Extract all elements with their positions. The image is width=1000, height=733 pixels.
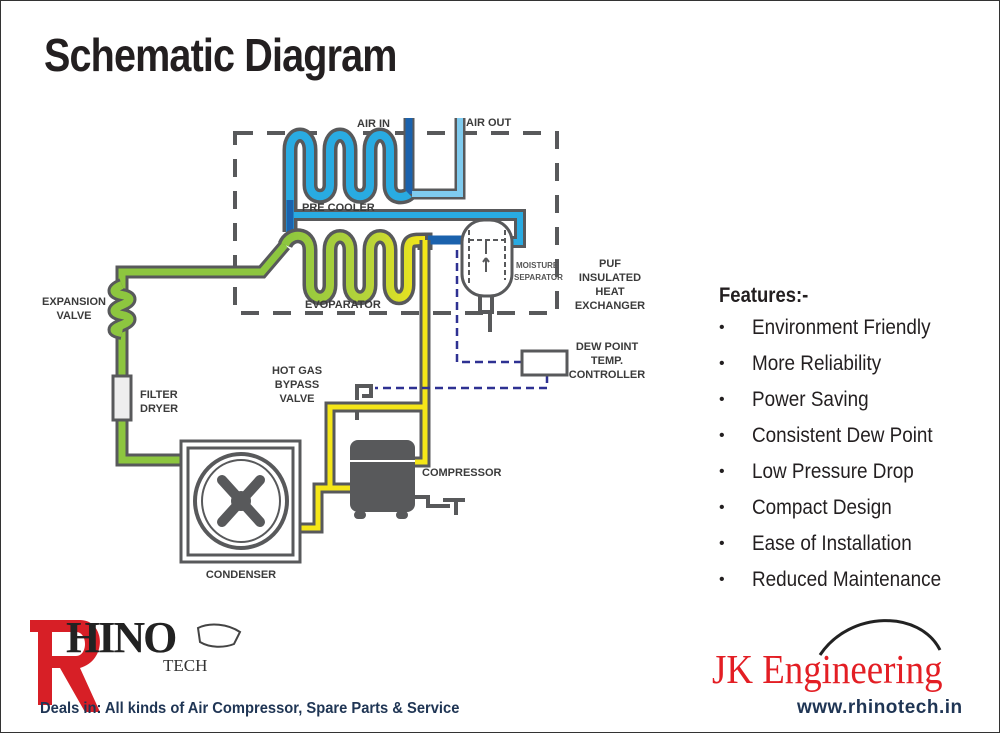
label-puf-4: EXCHANGER [575,300,645,312]
filter-dryer [111,374,133,422]
label-moisture-separator: MOISTURE [516,261,559,270]
hot-gas-bypass-valve [355,384,373,420]
feature-item: •More Reliability [719,352,882,375]
label-condenser: CONDENSER [206,569,276,581]
label-expansion-valve-2: VALVE [56,310,91,322]
label-moisture-separator-2: SEPARATOR [514,273,563,282]
label-filter-dryer: FILTER [140,389,178,401]
label-expansion-valve: EXPANSION [42,296,106,308]
label-puf: PUF [599,258,621,270]
jk-engineering-arc [818,619,942,656]
feature-item: •Ease of Installation [719,532,912,555]
expansion-valve [107,278,137,340]
rhino-tech-logo [30,620,242,712]
moisture-separator [460,218,514,332]
label-air-out: AIR OUT [466,117,512,129]
jk-engineering-brand: JK Engineering [712,646,943,692]
compressor [350,440,465,519]
label-hot-gas: HOT GAS [272,365,322,377]
feature-item: •Power Saving [719,388,869,411]
label-puf-3: HEAT [595,286,624,298]
condenser [179,439,302,564]
feature-item: •Reduced Maintenance [719,568,942,591]
logo-hino-text: HINO [66,613,177,662]
features-list: •Environment Friendly •More Reliability … [719,316,962,604]
feature-item: •Low Pressure Drop [719,460,914,483]
deals-in-text: Deals in: All kinds of Air Compressor, S… [40,700,460,717]
label-filter-dryer-2: DRYER [140,403,178,415]
label-compressor: COMPRESSOR [422,467,502,479]
logo-tech-text: TECH [163,656,208,675]
evaporator-coil [278,228,464,306]
control-line [375,250,549,390]
hot-gas-line [300,240,431,534]
feature-item: •Environment Friendly [719,316,931,339]
label-dew-point-2: TEMP. [591,355,623,367]
feature-item: •Compact Design [719,496,892,519]
label-hot-gas-2: BYPASS [275,379,319,391]
liquid-line [115,240,290,467]
label-dew-point-3: CONTROLLER [569,369,645,381]
dew-point-controller [520,349,569,377]
label-evaporator: EVOPARATOR [305,299,381,311]
page-title: Schematic Diagram [44,29,397,81]
label-dew-point: DEW POINT [576,341,639,353]
label-puf-2: INSULATED [579,272,641,284]
label-hot-gas-3: VALVE [279,393,314,405]
features-heading: Features:- [719,284,809,307]
air-in-pipe [403,118,466,200]
website-link[interactable]: www.rhinotech.in [797,697,963,718]
label-air-in: AIR IN [357,118,390,130]
feature-item: •Consistent Dew Point [719,424,933,447]
air-out-pipe [412,118,463,197]
label-pre-cooler: PRE COOLER [302,202,375,214]
puf-heat-exchanger-box [233,131,559,315]
features-panel: Features:- •Environment Friendly •More R… [719,284,962,604]
